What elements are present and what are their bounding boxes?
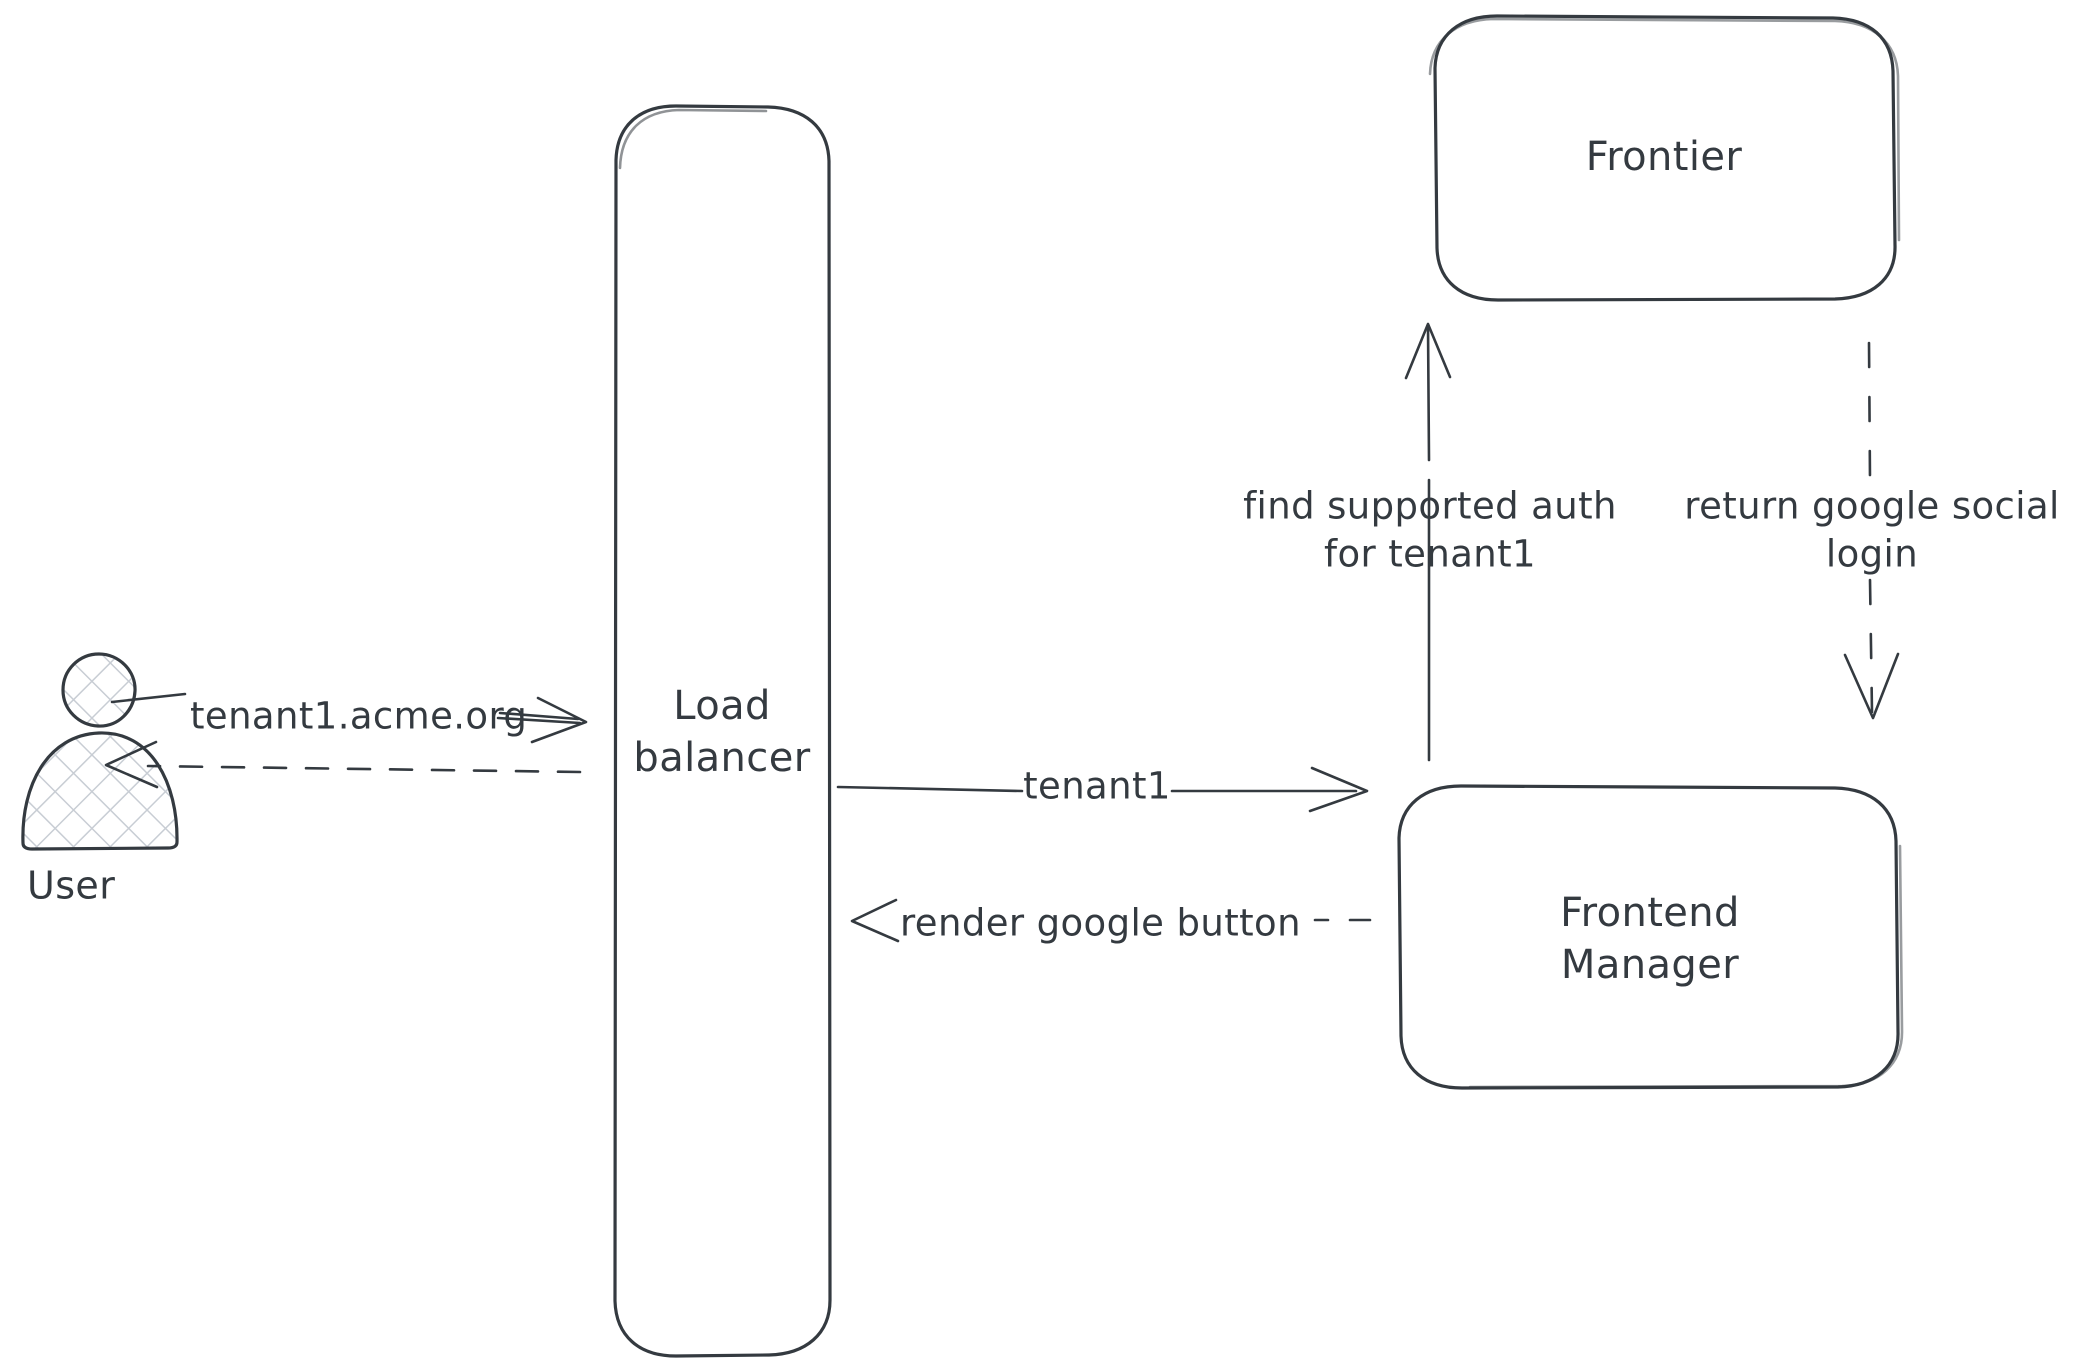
edge-lb-to-user[interactable] <box>104 740 582 789</box>
user-head-icon <box>61 652 137 728</box>
edge-frontier-to-fm-label-line1: return google social <box>1684 485 2059 528</box>
edge-lb-to-fm-line-left <box>836 785 1024 793</box>
edge-frontier-to-fm-line-lower <box>1868 578 1874 714</box>
edge-frontier-to-fm-arrowhead <box>1843 652 1900 720</box>
node-frontier-label: Frontier <box>1586 134 1743 180</box>
node-frontier[interactable]: Frontier <box>1428 14 1901 302</box>
edge-frontier-to-fm[interactable]: return google social login <box>1684 341 2059 720</box>
node-load-balancer[interactable]: Load balancer <box>613 104 832 1358</box>
edge-lb-to-fm[interactable]: tenant1 <box>836 765 1369 813</box>
edge-user-to-lb-line-left <box>110 692 187 704</box>
edge-lb-to-fm-label: tenant1 <box>1023 765 1171 808</box>
edge-user-to-lb[interactable]: tenant1.acme.org <box>110 692 588 744</box>
edge-user-to-lb-label: tenant1.acme.org <box>190 695 527 738</box>
frontier-shape-second-stroke <box>1428 17 1901 242</box>
edge-fm-to-frontier-label-line1: find supported auth <box>1243 485 1617 528</box>
edge-fm-to-lb-arrowhead <box>850 898 900 943</box>
edge-fm-to-lb-label: render google button <box>900 902 1301 945</box>
user-body-icon <box>21 731 179 851</box>
frontend-manager-shape <box>1397 784 1900 1090</box>
node-frontend-manager[interactable]: Frontend Manager <box>1397 784 1904 1090</box>
frontend-manager-shape-second-stroke <box>1468 844 1904 1089</box>
edge-fm-to-frontier-label-line2: for tenant1 <box>1324 533 1536 576</box>
edge-lb-to-user-line <box>146 764 582 774</box>
node-frontend-manager-label-line2: Manager <box>1561 942 1739 988</box>
edge-fm-to-lb[interactable]: render google button <box>850 898 1372 945</box>
node-load-balancer-label-line2: balancer <box>633 735 810 781</box>
node-frontend-manager-label-line1: Frontend <box>1560 890 1740 936</box>
node-load-balancer-label-line1: Load <box>673 683 771 729</box>
edge-lb-to-fm-arrowhead <box>1308 766 1369 813</box>
edge-fm-to-frontier-arrowhead <box>1404 322 1452 380</box>
edge-fm-to-frontier-line-upper <box>1426 323 1431 462</box>
edge-fm-to-frontier[interactable]: find supported auth for tenant1 <box>1243 322 1617 762</box>
edge-frontier-to-fm-line-upper <box>1867 341 1872 482</box>
load-balancer-shape <box>613 104 832 1358</box>
load-balancer-shape-second-stroke <box>618 108 768 170</box>
frontier-shape <box>1433 14 1897 302</box>
edge-frontier-to-fm-label-line2: login <box>1826 533 1918 576</box>
node-user[interactable]: User <box>21 652 179 908</box>
edge-user-to-lb-arrowhead <box>530 696 588 744</box>
node-user-label: User <box>27 864 115 908</box>
edge-user-to-lb-line-right-2 <box>498 711 580 721</box>
edge-user-to-lb-line-right <box>496 716 582 725</box>
edge-lb-to-user-arrowhead <box>104 740 159 789</box>
